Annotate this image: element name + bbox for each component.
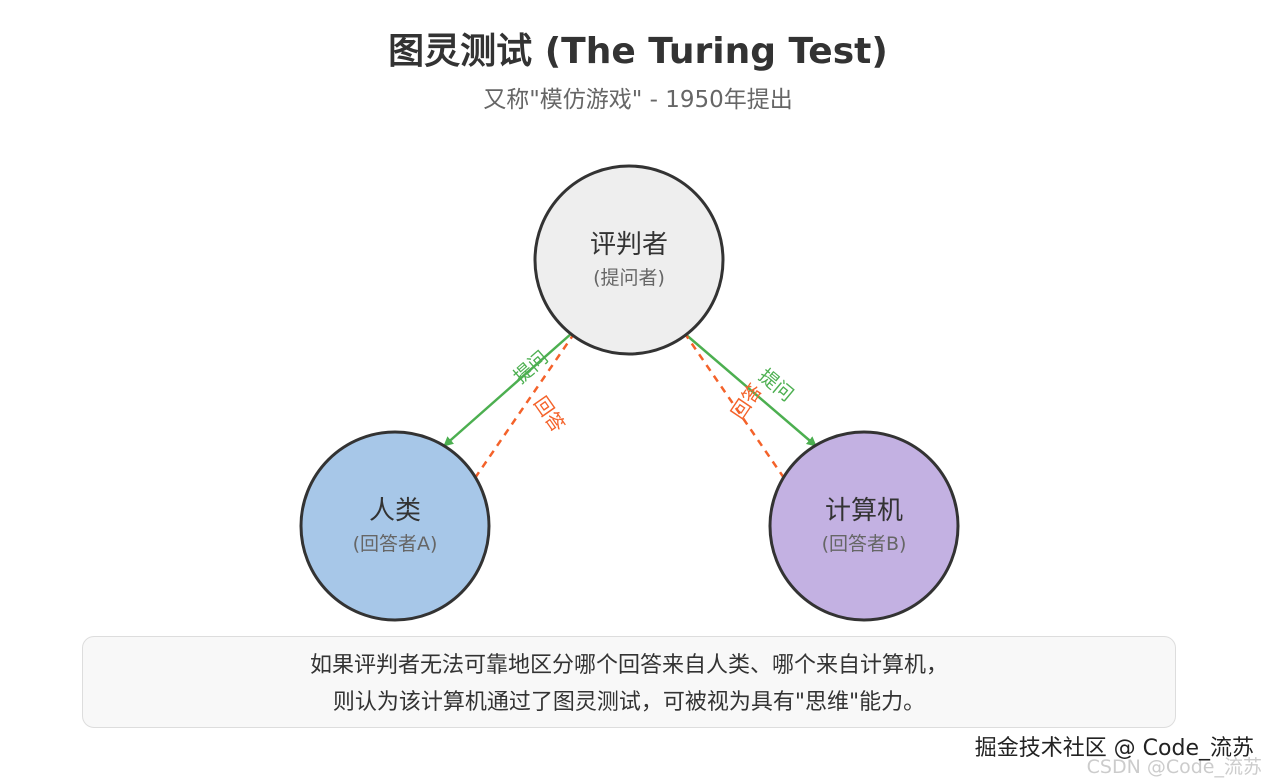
answer-arrow-human — [473, 324, 582, 479]
conclusion-line-2: 则认为该计算机通过了图灵测试，可被视为具有"思维"能力。 — [332, 690, 926, 715]
human-role: (回答者A) — [353, 533, 438, 555]
judge-role: (提问者) — [593, 267, 665, 289]
conclusion-box: 如果评判者无法可靠地区分哪个回答来自人类、哪个来自计算机， 则认为该计算机通过了… — [82, 636, 1176, 728]
ask-arrow-human — [443, 332, 573, 447]
answer-label-human: 回答 — [529, 393, 569, 437]
juejin-watermark: 掘金技术社区 @ Code_流苏 — [974, 736, 1254, 761]
computer-node: 计算机 (回答者B) — [768, 430, 960, 622]
answer-arrow-computer — [677, 324, 786, 479]
csdn-watermark: CSDN @Code_流苏 — [1086, 756, 1262, 778]
judge-name: 评判者 — [590, 230, 668, 260]
judge-node: 评判者 (提问者) — [533, 164, 725, 356]
page-subtitle: 又称"模仿游戏" - 1950年提出 — [483, 87, 793, 113]
ask-arrow-computer — [683, 332, 817, 447]
human-name: 人类 — [369, 496, 421, 526]
conclusion-line-1: 如果评判者无法可靠地区分哪个回答来自人类、哪个来自计算机， — [309, 653, 948, 678]
page-title: 图灵测试 (The Turing Test) — [388, 31, 888, 72]
computer-name: 计算机 — [825, 496, 903, 526]
computer-role: (回答者B) — [822, 533, 907, 555]
human-node: 人类 (回答者A) — [299, 430, 491, 622]
